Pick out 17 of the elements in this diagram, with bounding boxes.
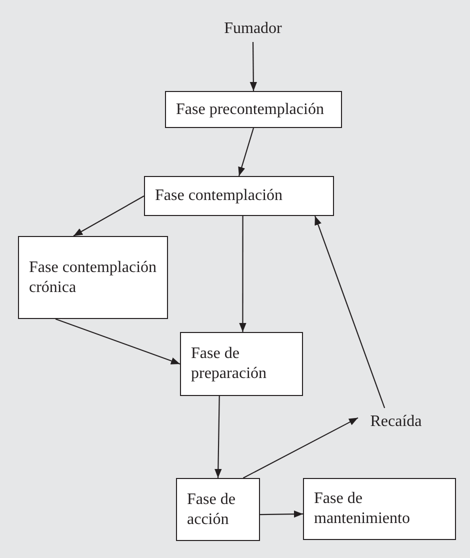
arrow — [314, 216, 386, 408]
stage-label: Recaída — [358, 408, 434, 436]
arrow — [73, 196, 144, 236]
stage-box: Fase de mantenimiento — [303, 478, 456, 540]
arrow — [214, 396, 222, 478]
arrow — [239, 216, 246, 332]
stage-box: Fase contemplación crónica — [18, 236, 168, 319]
stage-box: Fase precontemplación — [165, 91, 342, 128]
arrow — [260, 510, 303, 518]
stage-box: Fase contemplación — [144, 176, 334, 216]
arrow — [242, 417, 358, 478]
arrow — [238, 128, 254, 176]
arrow — [55, 318, 180, 365]
stage-label: Fumador — [214, 16, 292, 42]
stage-box: Fase de preparación — [180, 332, 303, 396]
arrow — [250, 42, 257, 91]
stage-box: Fase de acción — [176, 478, 260, 541]
